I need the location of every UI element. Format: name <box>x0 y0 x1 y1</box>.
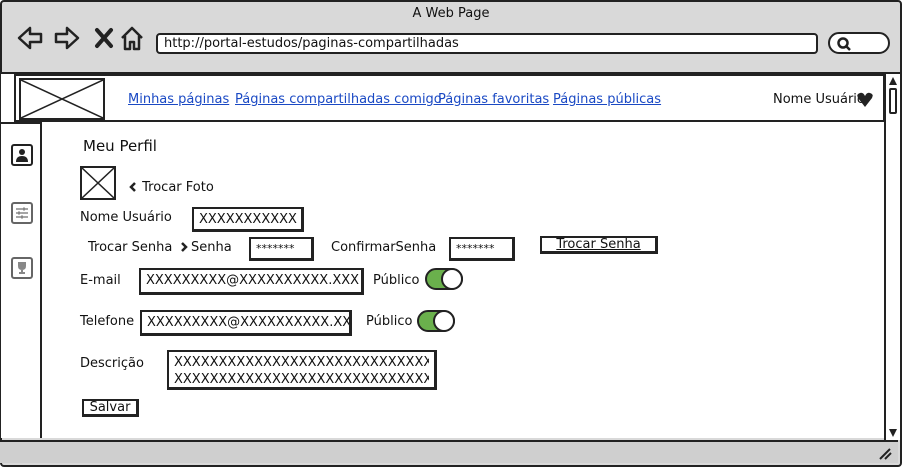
confirm-password-field[interactable]: ******* <box>449 237 515 261</box>
back-arrow-icon[interactable] <box>16 24 44 52</box>
forward-arrow-icon[interactable] <box>53 24 81 52</box>
sliders-icon[interactable] <box>11 202 33 224</box>
phone-field[interactable]: XXXXXXXXX@XXXXXXXXXX.XX <box>140 310 352 336</box>
window-title: A Web Page <box>412 6 490 21</box>
chevron-right-icon <box>181 242 189 252</box>
profile-photo-placeholder <box>80 166 116 200</box>
logo-placeholder <box>19 78 105 120</box>
change-password-button-label: Trocar Senha <box>556 237 641 252</box>
description-line-1: XXXXXXXXXXXXXXXXXXXXXXXXXXXXXX <box>174 355 429 370</box>
trophy-icon[interactable] <box>11 257 33 279</box>
status-bar <box>0 440 898 463</box>
page-viewport <box>1 72 885 438</box>
change-photo-link[interactable]: Trocar Foto <box>128 180 214 195</box>
heart-chevron-icon[interactable] <box>856 92 874 108</box>
nav-link-paginas-favoritas[interactable]: Páginas favoritas <box>438 92 550 107</box>
sidebar <box>1 122 42 438</box>
description-label: Descrição <box>80 356 144 371</box>
description-field[interactable]: XXXXXXXXXXXXXXXXXXXXXXXXXXXXXX XXXXXXXXX… <box>167 350 437 390</box>
change-photo-label: Trocar Foto <box>142 180 214 195</box>
search-icon <box>837 37 851 51</box>
vertical-scrollbar[interactable] <box>884 72 900 440</box>
email-public-label: Público <box>373 273 420 288</box>
phone-public-toggle[interactable] <box>417 310 455 332</box>
user-icon[interactable] <box>11 144 33 166</box>
nav-link-minhas-paginas[interactable]: Minhas páginas <box>128 92 230 107</box>
toggle-knob <box>441 268 463 290</box>
search-box[interactable] <box>828 32 890 54</box>
phone-public-label: Público <box>366 314 413 329</box>
scroll-thumb[interactable] <box>889 88 897 114</box>
password-label: Senha <box>191 240 232 255</box>
email-label: E-mail <box>80 273 121 288</box>
site-header: Minhas páginas Páginas compartilhadas co… <box>14 74 885 122</box>
save-button-label: Salvar <box>89 400 131 415</box>
close-x-icon[interactable] <box>90 24 118 52</box>
confirm-password-label: ConfirmarSenha <box>331 240 437 255</box>
phone-label: Telefone <box>80 314 135 329</box>
scroll-up-arrow-icon[interactable] <box>888 76 898 86</box>
toggle-knob <box>433 310 455 332</box>
change-password-button[interactable]: Trocar Senha <box>540 236 658 254</box>
username-label: Nome Usuário <box>80 210 172 225</box>
user-name[interactable]: Nome Usuário <box>773 92 865 107</box>
change-password-toggle[interactable]: Trocar Senha <box>88 240 189 255</box>
resize-grip-icon[interactable] <box>876 446 892 460</box>
nav-link-paginas-publicas[interactable]: Páginas públicas <box>553 92 662 107</box>
email-public-toggle[interactable] <box>425 268 463 290</box>
email-field[interactable]: XXXXXXXXX@XXXXXXXXXX.XXX <box>139 268 364 295</box>
page-title: Meu Perfil <box>83 137 157 155</box>
change-password-label: Trocar Senha <box>88 240 173 255</box>
nav-link-paginas-compartilhadas[interactable]: Páginas compartilhadas comigo <box>235 92 442 107</box>
password-field[interactable]: ******* <box>249 237 314 261</box>
save-button[interactable]: Salvar <box>82 399 139 417</box>
home-icon[interactable] <box>118 24 146 52</box>
description-line-2: XXXXXXXXXXXXXXXXXXXXXXXXXXXXXX <box>174 372 429 387</box>
chevron-left-icon <box>129 182 136 192</box>
url-input[interactable]: http://portal-estudos/paginas-compartilh… <box>156 33 818 54</box>
username-field[interactable]: XXXXXXXXXXX <box>192 207 304 232</box>
scroll-down-arrow-icon[interactable] <box>888 428 898 438</box>
